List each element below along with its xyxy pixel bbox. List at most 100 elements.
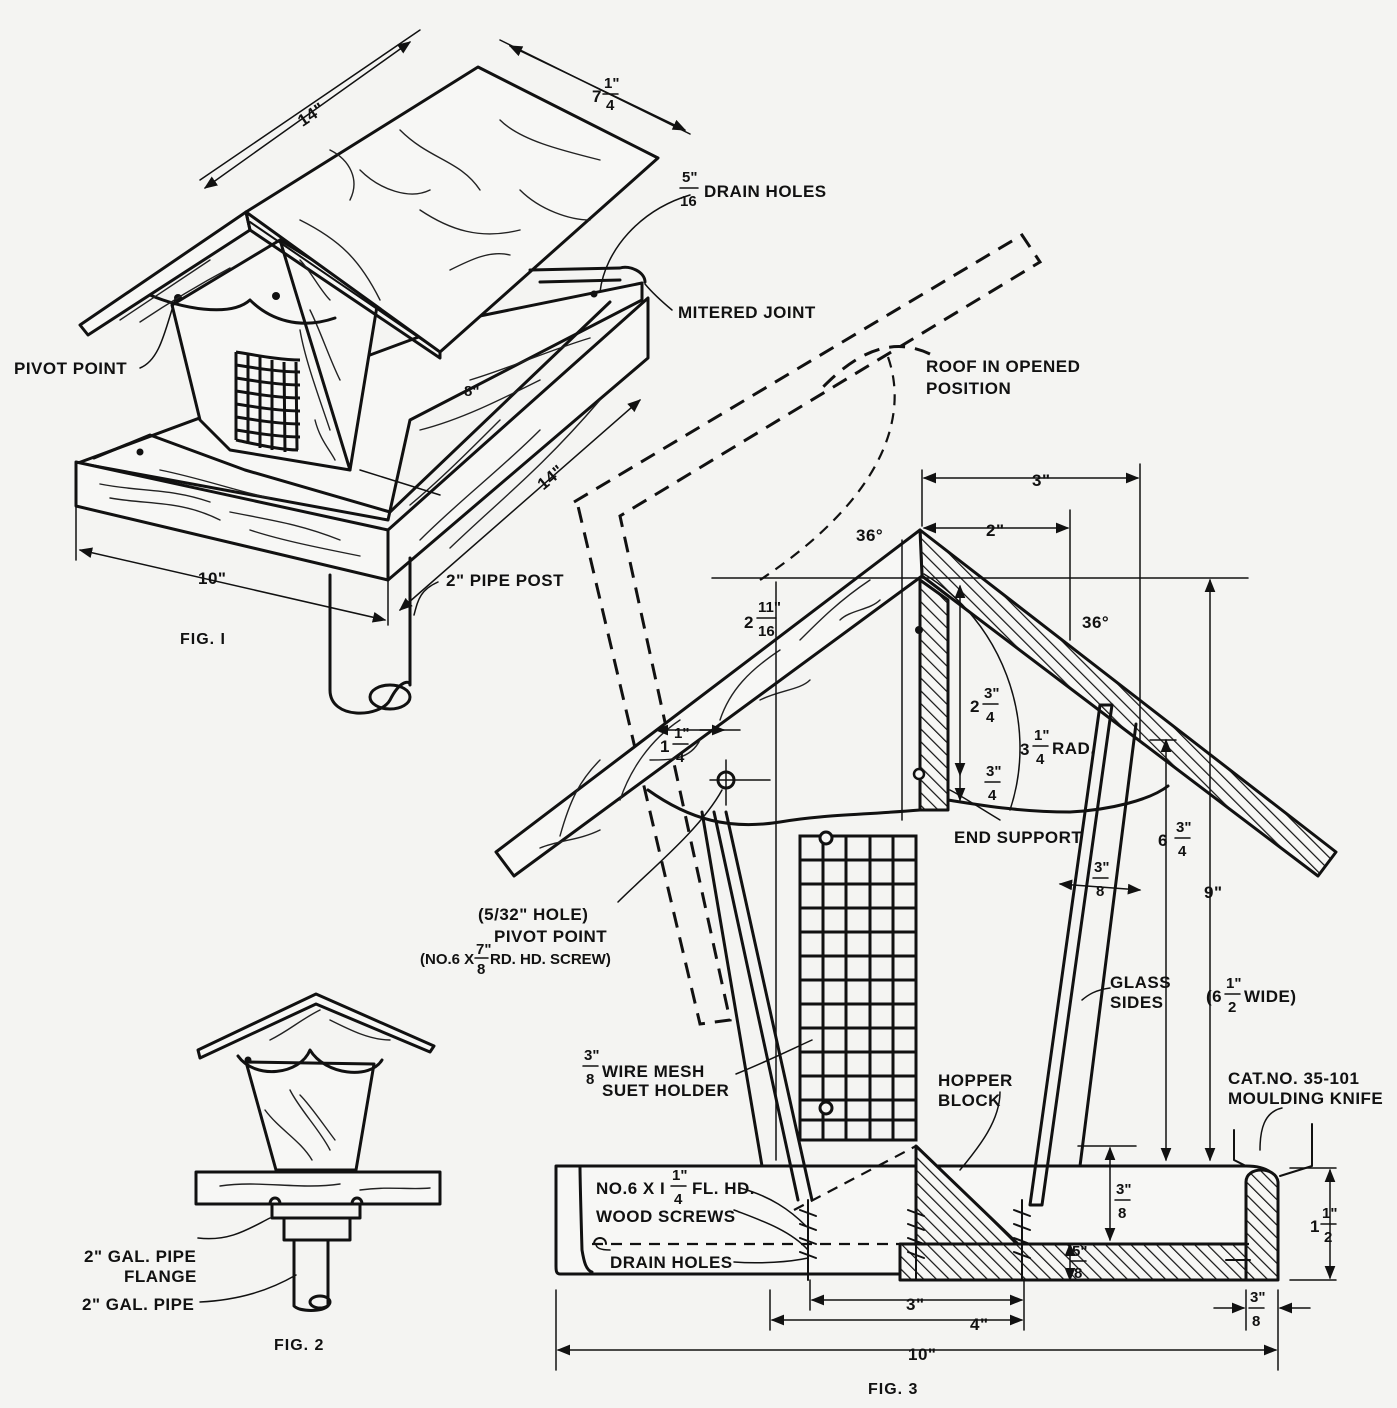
end-support-label: END SUPPORT [954,828,1082,847]
drain-holes-label-fig3: DRAIN HOLES [610,1253,733,1272]
pivot-point-label-fig1: PIVOT POINT [14,359,127,378]
fig1-dim-7-num: 1" [604,75,619,92]
hopper-block-label-1: HOPPER [938,1071,1013,1090]
angle-36-right: 36° [1082,613,1109,632]
fig1-dim-10: 10" [198,569,226,588]
fig1-wire-mesh [234,350,301,453]
fig1-dim-7-whole: 7 [592,87,602,106]
angle-36-left: 36° [856,526,883,545]
drain-holes-num: 5" [682,169,697,186]
hole-label-3-den: 8 [477,961,485,978]
dim-2-3-4-num: 3" [984,685,999,702]
screw-label-num: 1" [672,1167,687,1184]
dim-3-1-4-whole: 3 [1020,740,1030,759]
roof-right-section [918,528,1338,878]
dim-4-bottom: 4" [970,1315,989,1334]
dim-2-3-4-den: 4 [986,709,995,726]
dim-6-3-4-whole: 6 [1158,831,1168,850]
fig2-roof [196,992,436,1060]
dim-5-8-den: 8 [1074,1265,1082,1282]
moulding-knife-label-2: MOULDING KNIFE [1228,1089,1383,1108]
dim-2-11-16-num: 11" [758,599,781,616]
dim-3-8-glass-den: 8 [1096,883,1104,900]
fig2-caption: FIG. 2 [274,1337,324,1354]
pipe-flange-label-2: FLANGE [124,1267,197,1286]
fig3-rim-section [1244,1168,1280,1282]
fig2-pipe-flange [270,1202,362,1242]
pipe-flange-label-1: 2" GAL. PIPE [84,1247,196,1266]
dim-5-8-num: 5" [1072,1243,1087,1260]
screw-label-den: 4 [674,1191,683,1208]
end-support [918,578,950,812]
mesh-label-1: WIRE MESH [602,1062,705,1081]
mesh-label-num: 3" [584,1047,599,1064]
dim-3-bottom: 3" [906,1295,925,1314]
dim-2-11-16-den: 16 [758,623,775,640]
dim-3-8-hopper-den: 8 [1118,1205,1126,1222]
fig2-hopper [244,1060,376,1172]
dim-6-3-4-den: 4 [1178,843,1187,860]
hole-label-1: (5/32" HOLE) [478,905,588,924]
fig3-dim-2-top: 2" [986,521,1005,540]
fig1-caption: FIG. I [180,631,226,648]
dim-10-bottom: 10" [908,1345,936,1364]
dim-3-4-den: 4 [988,787,997,804]
dim-2-11-16-whole: 2 [744,613,754,632]
fig1-dim-7-den: 4 [606,97,615,114]
glass-sides-label-2: SIDES [1110,993,1164,1012]
mesh-label-den: 8 [586,1071,594,1088]
screw-label-a: NO.6 X I [596,1179,665,1198]
roof-opened-label-2: POSITION [926,379,1011,398]
hole-label-3b: RD. HD. SCREW) [490,951,611,968]
rad-label: RAD. [1052,739,1096,758]
pipe-post-label: 2" PIPE POST [446,571,564,590]
dim-3-1-4-den: 4 [1036,751,1045,768]
dim-1-1-2-den: 2 [1324,1229,1332,1246]
dim-9: 9" [1204,883,1223,902]
hopper-block [914,1144,1020,1246]
drain-holes-label: DRAIN HOLES [704,182,827,201]
fig2-front-view [194,992,442,1312]
mesh-label-2: SUET HOLDER [602,1081,729,1100]
screw-label-b: FL. HD. [692,1179,755,1198]
dim-3-8-hopper-num: 3" [1116,1181,1131,1198]
mitered-joint-label: MITERED JOINT [678,303,816,322]
gal-pipe-label: 2" GAL. PIPE [82,1295,194,1314]
dim-2-3-4-whole: 2 [970,697,980,716]
dim-1-1-2-num: 1" [1322,1205,1337,1222]
wide-label-den: 2 [1228,999,1236,1016]
dim-6-3-4-num: 3" [1176,819,1191,836]
wide-label-num: 1" [1226,975,1241,992]
fig1-isometric-view [74,29,691,715]
hopper-side-left [700,810,800,1202]
wide-label-a: (6 [1206,987,1222,1006]
dim-1-1-4-num: 1" [674,725,689,742]
wide-label-b: WIDE) [1244,987,1297,1006]
dim-1-1-4-whole: 1 [660,737,670,756]
roof-left [494,528,924,878]
fig1-dim-8: 8" [464,383,479,400]
glass-sides-label-1: GLASS [1110,973,1171,992]
drain-holes-den: 16 [680,193,697,210]
hole-label-3a: (NO.6 X [420,951,474,968]
glass-side [1028,703,1114,1207]
fig2-tray [194,1170,442,1206]
fig3-dim-3-top: 3" [1032,471,1051,490]
dim-3-8-glass-num: 3" [1094,859,1109,876]
dim-3-8-rim-den: 8 [1252,1313,1260,1330]
dim-1-1-2-whole: 1 [1310,1217,1320,1236]
fig3-caption: FIG. 3 [868,1381,918,1398]
roof-opened-label-1: ROOF IN OPENED [926,357,1080,376]
hopper-block-label-2: BLOCK [938,1091,1001,1110]
wood-screws-label: WOOD SCREWS [596,1207,736,1226]
suet-holder-mesh [798,830,918,1142]
roof-open-position [573,232,1043,1026]
dim-3-4-num: 3" [986,763,1001,780]
dim-3-1-4-num: 1" [1034,727,1049,744]
hole-label-2: PIVOT POINT [494,927,607,946]
hole-label-3-num: 7" [476,941,491,958]
fig1-pipe-post [328,556,412,715]
dim-3-8-rim-num: 3" [1250,1289,1265,1306]
